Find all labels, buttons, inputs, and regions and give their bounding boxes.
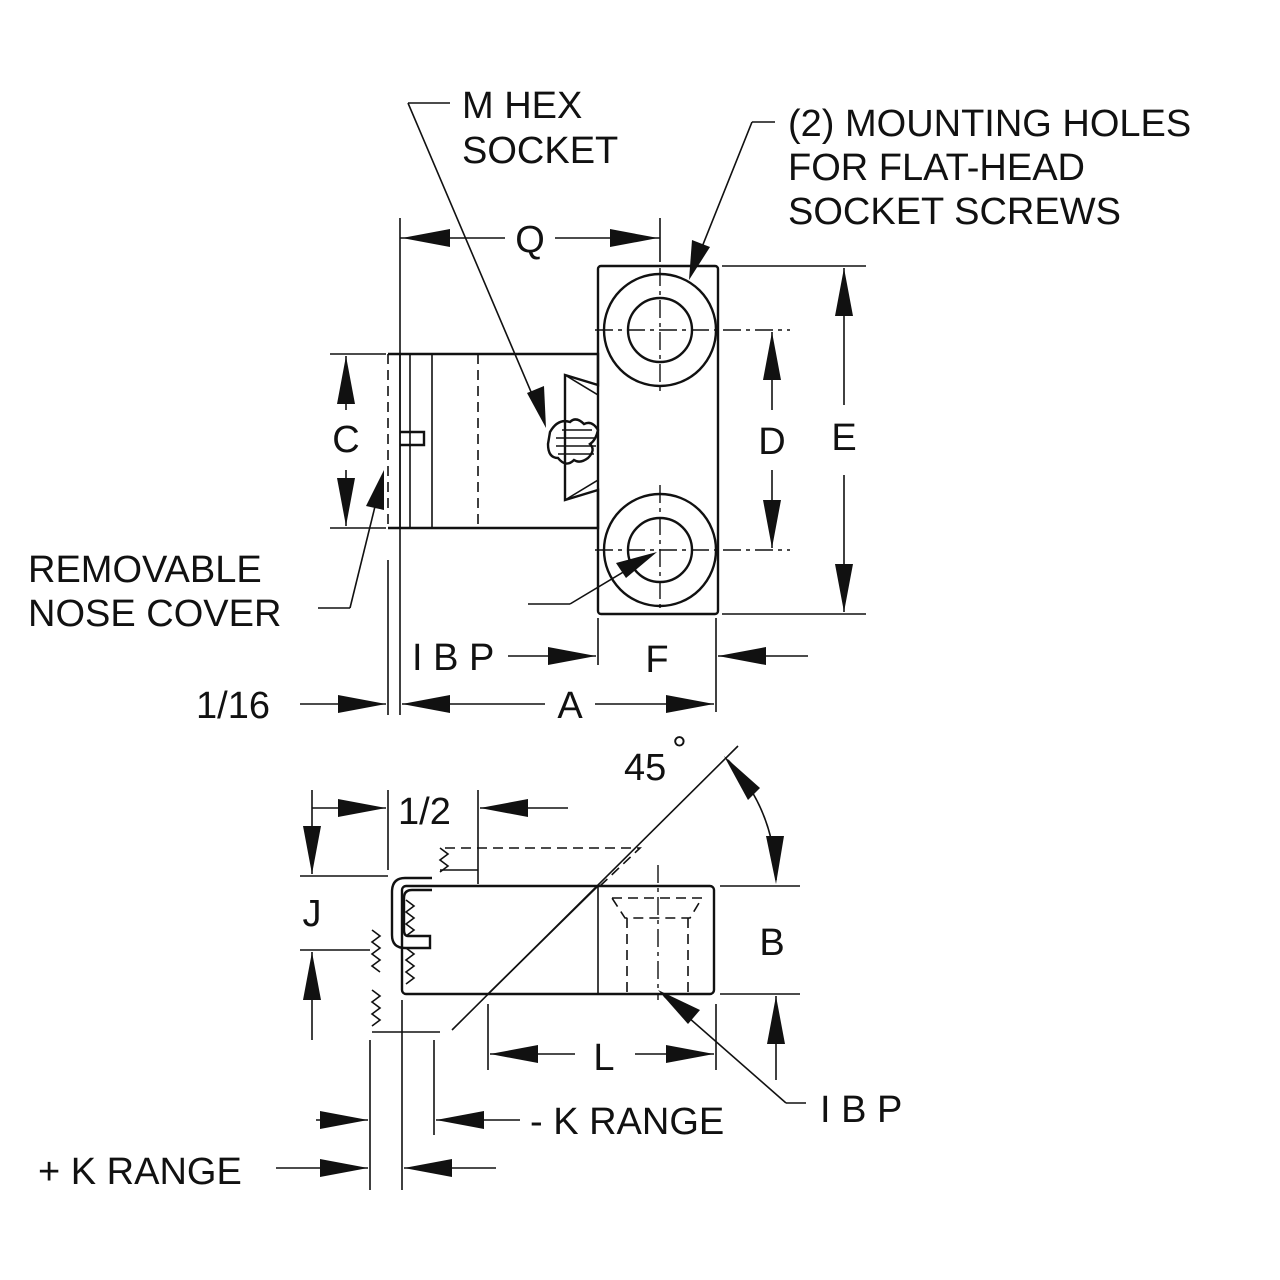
label-mounting-1: (2) MOUNTING HOLES [788,103,1191,145]
label-d: D [758,421,785,463]
dim-a: 1/16 A [196,685,714,727]
dim-ibp-f: I B P F [412,637,808,681]
label-socket: SOCKET [462,130,618,172]
label-ibp-top: I B P [412,637,494,679]
nose-notch [400,430,426,447]
label-degree: ° [672,729,687,770]
dim-c: C [332,356,360,526]
label-m-hex: M HEX [462,85,582,127]
dim-plus-k: + K RANGE [38,1151,496,1193]
hex-socket [546,418,600,465]
label-e: E [831,417,856,459]
dim-half: 1/2 [312,791,568,833]
side-body [400,884,716,996]
label-mounting-2: FOR FLAT-HEAD [788,147,1085,189]
label-minus-k: - K RANGE [530,1101,724,1143]
serration-1 [404,899,416,937]
jaw-hidden-top [445,847,643,887]
label-j: J [303,893,322,935]
nose-clip [390,876,432,950]
label-c: C [332,419,359,461]
top-view [387,264,790,616]
label-half: 1/2 [398,791,451,833]
leader-ibp-bottom: I B P [658,990,902,1131]
leader-m-hex: M HEX SOCKET [407,85,618,428]
leader-mounting-holes: (2) MOUNTING HOLES FOR FLAT-HEAD SOCKET … [689,103,1191,280]
dim-j: J [303,790,322,1040]
top-extension-lines [330,218,866,715]
serration-2 [404,947,416,985]
dim-l: L [490,1037,714,1079]
dim-d: D [758,332,786,548]
label-f: F [645,639,668,681]
leader-nose-cover: REMOVABLE NOSE COVER [28,470,384,635]
hidden-screw-head [610,897,704,919]
dim-b: B [759,922,785,1080]
side-extension-lines [300,790,800,1190]
serration-top [438,847,450,873]
label-q: Q [515,219,545,261]
nose-body-outline [388,352,600,530]
label-a: A [557,685,583,727]
dim-45: 45 ° [624,729,784,884]
serration-3 [370,929,382,973]
serration-4 [370,989,382,1027]
label-plus-k: + K RANGE [38,1151,242,1193]
label-mounting-3: SOCKET SCREWS [788,191,1121,233]
dim-e: E [831,268,857,612]
label-45: 45 [624,747,666,789]
dim-q: Q [400,219,660,261]
label-ibp-bottom: I B P [820,1089,902,1131]
leader-hole-bottom [528,552,657,605]
mounting-block [596,264,720,616]
label-nose-cover: NOSE COVER [28,593,281,635]
dim-minus-k: - K RANGE [316,1101,724,1143]
label-l: L [593,1037,614,1079]
label-one-sixteenth: 1/16 [196,685,270,727]
label-removable: REMOVABLE [28,549,262,591]
label-b: B [759,922,784,964]
side-view [370,745,739,1033]
